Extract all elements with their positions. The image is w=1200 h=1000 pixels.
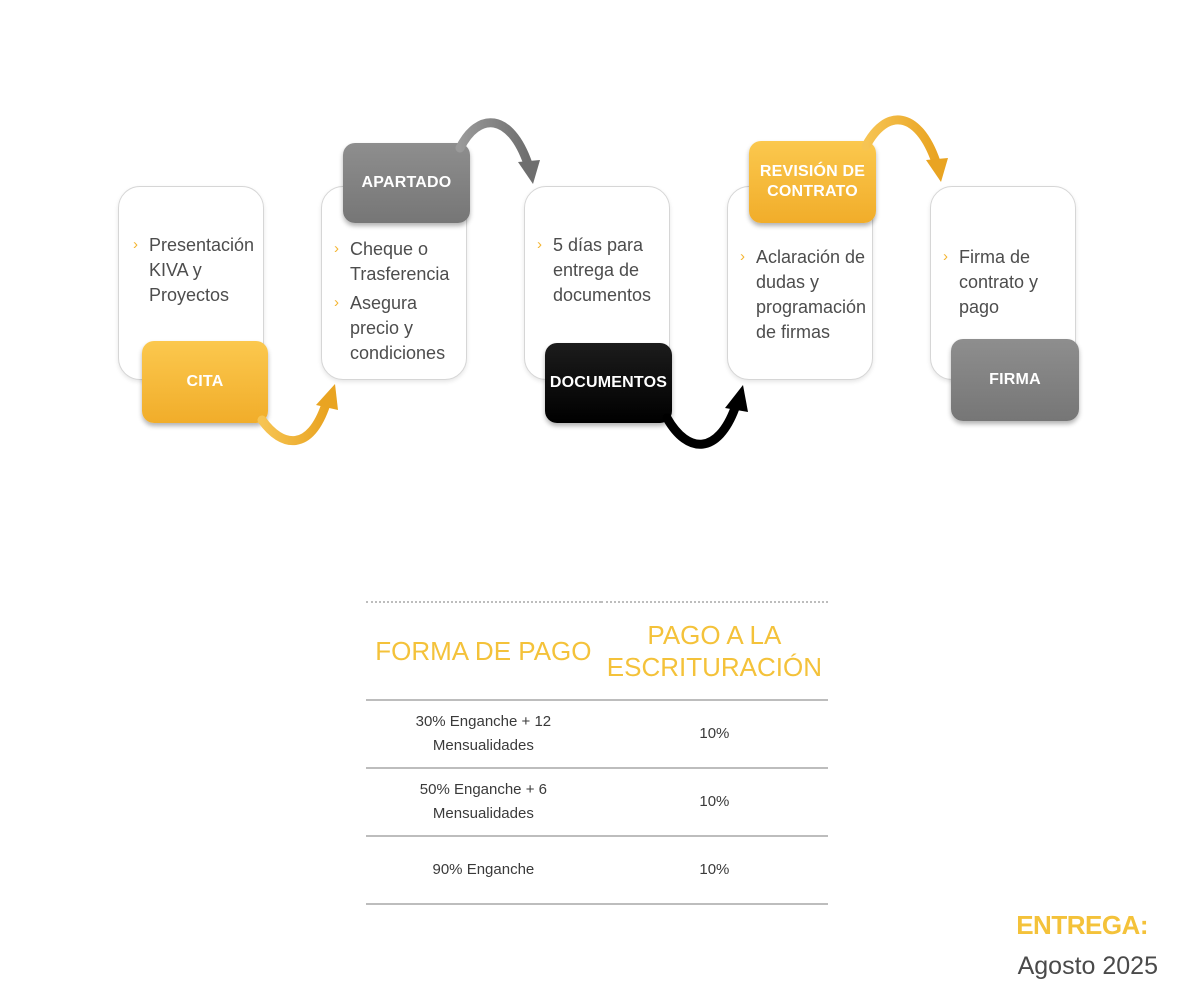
table-row: 30% Enganche + 12 Mensualidades 10% xyxy=(366,700,828,769)
step-list-cita: Presentación KIVA y Proyectos xyxy=(131,232,254,308)
step-item: 5 días para entrega de documentos xyxy=(535,232,661,308)
cell-forma-de-pago: 90% Enganche xyxy=(366,836,601,905)
step-item: Presentación KIVA y Proyectos xyxy=(131,232,254,308)
header-pago-escrituracion: PAGO A LA ESCRITURACIÓN xyxy=(600,601,828,701)
cell-pago-escrituracion: 10% xyxy=(600,700,828,769)
step-list-apartado: Cheque o Trasferencia Asegura precio y c… xyxy=(332,236,458,366)
cell-pago-escrituracion: 10% xyxy=(600,768,828,837)
arrow-revision-to-firma xyxy=(861,115,948,182)
step-tag-documentos: DOCUMENTOS xyxy=(545,343,672,423)
arrow-cita-to-apartado xyxy=(257,384,338,446)
delivery-date: Agosto 2025 xyxy=(1017,952,1158,980)
table-row: 50% Enganche + 6 Mensualidades 10% xyxy=(366,768,828,837)
step-list-revision: Aclaración de dudas y programación de fi… xyxy=(738,244,866,345)
delivery-label: ENTREGA: xyxy=(1016,910,1148,940)
cell-pago-escrituracion: 10% xyxy=(600,836,828,905)
step-tag-apartado: APARTADO xyxy=(343,143,470,223)
step-list-firma: Firma de contrato y pago xyxy=(941,244,1069,320)
payment-table: FORMA DE PAGO PAGO A LA ESCRITURACIÓN 30… xyxy=(366,601,828,905)
arrow-documentos-to-revision xyxy=(662,385,748,449)
step-item: Firma de contrato y pago xyxy=(941,244,1069,320)
table-header-row: FORMA DE PAGO PAGO A LA ESCRITURACIÓN xyxy=(366,601,828,701)
header-forma-de-pago: FORMA DE PAGO xyxy=(366,601,601,701)
step-item: Asegura precio y condiciones xyxy=(332,290,458,366)
table-row: 90% Enganche 10% xyxy=(366,836,828,905)
step-item: Cheque o Trasferencia xyxy=(332,236,458,287)
step-list-documentos: 5 días para entrega de documentos xyxy=(535,232,661,308)
cell-forma-de-pago: 50% Enganche + 6 Mensualidades xyxy=(366,768,601,837)
step-item: Aclaración de dudas y programación de fi… xyxy=(738,244,866,345)
step-tag-cita: CITA xyxy=(142,341,268,423)
step-tag-revision: REVISIÓN DE CONTRATO xyxy=(749,141,876,223)
step-tag-firma: FIRMA xyxy=(951,339,1079,421)
cell-forma-de-pago: 30% Enganche + 12 Mensualidades xyxy=(366,700,601,769)
arrow-apartado-to-documentos xyxy=(455,118,540,184)
